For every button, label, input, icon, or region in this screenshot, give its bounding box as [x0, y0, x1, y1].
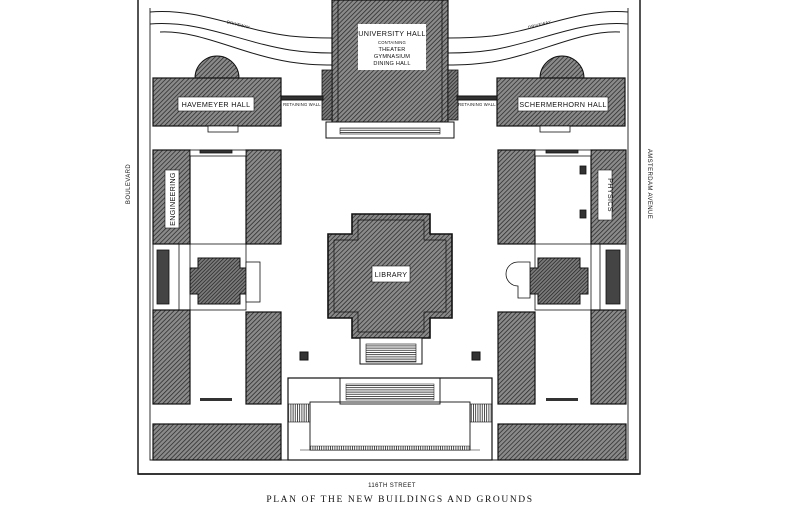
street-west-label: BOULEVARD — [126, 164, 132, 204]
east-south-wing — [497, 423, 627, 461]
east-chapel-block — [505, 257, 589, 305]
west-quad-block-sw — [152, 309, 191, 405]
university-hall-label: UNIVERSITY HALL — [358, 29, 425, 38]
map-caption: PLAN OF THE NEW BUILDINGS AND GROUNDS — [266, 495, 534, 505]
south-terrace — [287, 377, 493, 461]
university-hall-content-2: GYMNASIUM — [374, 54, 410, 60]
engineering-label: ENGINEERING — [168, 172, 177, 226]
engineering-building — [152, 149, 191, 245]
schermerhorn-hall — [496, 55, 626, 133]
east-quad-connectors — [534, 149, 627, 311]
east-quad-block-se — [546, 309, 627, 405]
street-east-label: AMSTERDAM AVENUE — [646, 149, 652, 219]
retaining-wall-right-label: RETAINING WALL — [458, 102, 496, 107]
west-quad-block-ne — [245, 149, 282, 245]
driveway-curves — [149, 11, 629, 66]
university-hall-content-1: THEATER — [378, 47, 405, 53]
physics-label: PHYSICS — [606, 178, 615, 212]
retaining-walls — [280, 95, 498, 101]
east-quad-block-nw — [497, 149, 536, 245]
driveway-right-label: DRIVEWAY — [528, 19, 552, 30]
east-quad-block-sw — [497, 311, 536, 405]
university-hall — [321, 0, 459, 139]
schermerhorn-hall-label: SCHERMERHORN HALL — [519, 100, 606, 109]
library-label: LIBRARY — [375, 270, 408, 279]
university-hall-containing: CONTAINING — [378, 40, 406, 45]
west-chapel-block — [189, 257, 261, 305]
retaining-wall-left-label: RETAINING WALL — [283, 102, 321, 107]
physics-building — [590, 149, 627, 245]
west-quad-block-se — [200, 311, 282, 405]
havemeyer-hall — [152, 55, 282, 133]
west-quad-connectors — [152, 149, 247, 311]
pedestals — [299, 351, 481, 361]
havemeyer-hall-label: HAVEMEYER HALL — [182, 100, 251, 109]
university-hall-content-3: DINING HALL — [373, 61, 410, 67]
west-south-wing — [152, 423, 282, 461]
driveway-left-label: DRIVEWAY — [226, 19, 250, 30]
library — [327, 213, 453, 365]
street-south-label: 116TH STREET — [368, 483, 416, 489]
